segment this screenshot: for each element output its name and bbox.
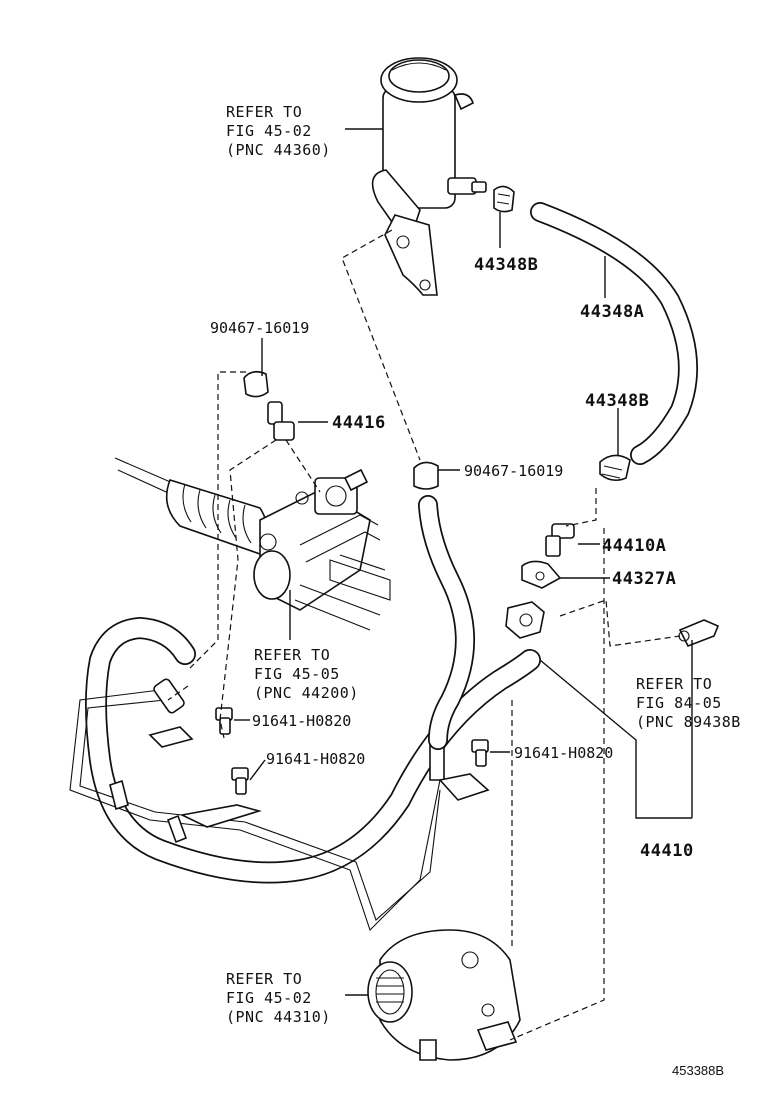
pressure-sensor bbox=[678, 619, 720, 648]
part-44410: 44410 bbox=[640, 841, 694, 861]
ref-sensor-line1: REFER TO bbox=[636, 675, 712, 693]
ref-reservoir-line3: (PNC 44360) bbox=[226, 141, 331, 159]
ref-pump: REFER TO FIG 45-02 (PNC 44310) bbox=[226, 970, 331, 1026]
part-44410A: 44410A bbox=[602, 536, 666, 556]
bolt-44410A bbox=[545, 523, 575, 557]
ref-pump-line1: REFER TO bbox=[226, 970, 302, 988]
part-44348B-right: 44348B bbox=[585, 391, 649, 411]
ref-sensor: REFER TO FIG 84-05 (PNC 89438B bbox=[636, 675, 741, 731]
ref-sensor-line3: (PNC 89438B bbox=[636, 713, 741, 731]
part-44327A: 44327A bbox=[612, 569, 676, 589]
reservoir-assembly bbox=[371, 57, 487, 296]
gasket-90467-mid bbox=[413, 461, 439, 490]
catalog-id: 453388B bbox=[672, 1063, 724, 1078]
ref-pump-line3: (PNC 44310) bbox=[226, 1008, 331, 1026]
part-91641-c: 91641-H0820 bbox=[514, 744, 613, 762]
clamp-44348B-top bbox=[493, 185, 515, 213]
clamp-44348B-right bbox=[599, 454, 631, 482]
ref-gear-line1: REFER TO bbox=[254, 646, 330, 664]
ref-reservoir-line1: REFER TO bbox=[226, 103, 302, 121]
part-90467-left: 90467-16019 bbox=[210, 319, 309, 337]
part-91641-a: 91641-H0820 bbox=[252, 712, 351, 730]
ref-gear-line3: (PNC 44200) bbox=[254, 684, 359, 702]
bolt-91641-a bbox=[215, 707, 233, 735]
pump-assembly bbox=[367, 929, 521, 1061]
part-44348B-top: 44348B bbox=[474, 255, 538, 275]
dashed-connectors bbox=[167, 229, 681, 1041]
ref-sensor-line2: FIG 84-05 bbox=[636, 694, 722, 712]
leader-44410-bracket bbox=[539, 659, 692, 819]
steering-gear-assembly bbox=[114, 457, 391, 631]
ref-gear: REFER TO FIG 45-05 (PNC 44200) bbox=[254, 646, 359, 702]
bolt-91641-c bbox=[471, 739, 489, 767]
part-44348A: 44348A bbox=[580, 302, 644, 322]
part-90467-mid: 90467-16019 bbox=[464, 462, 563, 480]
return-hose-44410 bbox=[69, 601, 545, 932]
union-44416 bbox=[267, 401, 295, 441]
bolt-91641-b bbox=[231, 767, 249, 795]
gasket-90467-left bbox=[243, 370, 269, 398]
hose-44348A bbox=[530, 202, 698, 465]
ref-gear-line2: FIG 45-05 bbox=[254, 665, 340, 683]
ref-pump-line2: FIG 45-02 bbox=[226, 989, 312, 1007]
ref-reservoir-line2: FIG 45-02 bbox=[226, 122, 312, 140]
pressure-hose bbox=[418, 495, 475, 750]
clamp-44327A bbox=[521, 560, 562, 589]
part-44416: 44416 bbox=[332, 413, 386, 433]
leader-91641-b bbox=[249, 759, 266, 781]
part-91641-b: 91641-H0820 bbox=[266, 750, 365, 768]
ref-reservoir: REFER TO FIG 45-02 (PNC 44360) bbox=[226, 103, 331, 159]
